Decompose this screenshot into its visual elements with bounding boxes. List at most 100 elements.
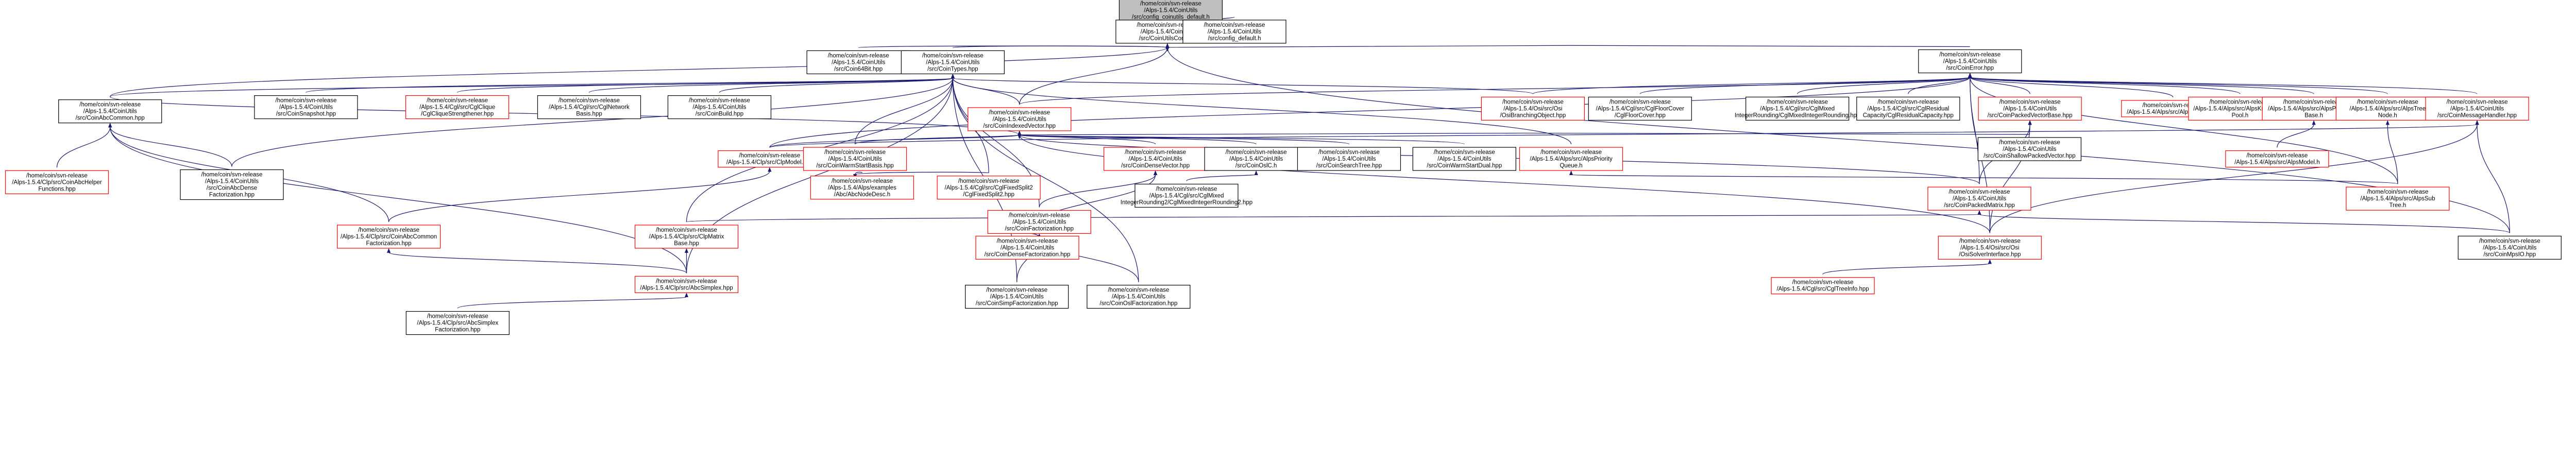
- file-node-label: /Alps-1.5.4/Clp/src/ClpModel.hpp: [726, 160, 813, 166]
- include-edge: [1165, 45, 1971, 52]
- file-node-osibranching[interactable]: /home/coin/svn-release/Alps-1.5.4/Osi/sr…: [1481, 96, 1585, 121]
- file-node-coinshallowpacked[interactable]: /home/coin/svn-release/Alps-1.5.4/CoinUt…: [1977, 137, 2081, 161]
- file-node-coinoslc[interactable]: /home/coin/svn-release/Alps-1.5.4/CoinUt…: [1204, 147, 1308, 171]
- file-node-label: /Alps-1.5.4/CoinUtils: [692, 105, 746, 111]
- include-edge: [855, 130, 1022, 145]
- file-node-label: Base.hpp: [674, 241, 699, 247]
- file-node-label: /Alps-1.5.4/CoinUtils: [1112, 294, 1165, 300]
- file-node-cglmixedinteger[interactable]: /home/coin/svn-release/Alps-1.5.4/Cgl/sr…: [1735, 96, 1860, 121]
- include-edge: [231, 74, 955, 167]
- file-node-label: /home/coin/svn-release: [1939, 52, 2001, 58]
- file-node-coinsearchtree[interactable]: /home/coin/svn-release/Alps-1.5.4/CoinUt…: [1297, 147, 1401, 171]
- file-node-abcsimplexfactor[interactable]: /home/coin/svn-release/Alps-1.5.4/Clp/sr…: [405, 311, 510, 335]
- file-node-cglresidual[interactable]: /home/coin/svn-release/Alps-1.5.4/Cgl/sr…: [1856, 96, 1960, 121]
- file-node-label: /home/coin/svn-release: [201, 172, 263, 178]
- file-node-label: /CglFixedSplit2.hpp: [963, 192, 1014, 198]
- file-node-osisolverinterface[interactable]: /home/coin/svn-release/Alps-1.5.4/Osi/sr…: [1938, 235, 2042, 260]
- file-node-label: /Alps-1.5.4/Clp/src/ClpMatrix: [649, 234, 724, 240]
- file-node-label: /home/coin/svn-release: [1108, 287, 1169, 294]
- file-node-label: /home/coin/svn-release: [2209, 99, 2270, 105]
- include-edge: [387, 248, 687, 273]
- file-node-alpstreenode[interactable]: /home/coin/svn-release/Alps-1.5.4/Alps/s…: [2335, 96, 2439, 121]
- file-node-label: /Alps-1.5.4/Alps/src/AlpsTree: [2349, 106, 2426, 112]
- file-node-coinsimpfactor[interactable]: /home/coin/svn-release/Alps-1.5.4/CoinUt…: [965, 285, 1069, 309]
- file-node-clpmatrixbase[interactable]: /home/coin/svn-release/Alps-1.5.4/Clp/sr…: [634, 225, 739, 249]
- include-edge: [1039, 170, 1158, 208]
- file-node-cointypes[interactable]: /home/coin/svn-release/Alps-1.5.4/CoinUt…: [901, 50, 1005, 75]
- file-node-label: /OsiBranchingObject.hpp: [1500, 112, 1566, 118]
- file-node-label: /Alps-1.5.4/CoinUtils: [926, 59, 979, 65]
- file-node-label: /Alps-1.5.4/CoinUtils: [205, 179, 259, 185]
- file-node-root: /home/coin/svn-release/Alps-1.5.4/CoinUt…: [1118, 0, 1223, 23]
- file-node-coinerror[interactable]: /home/coin/svn-release/Alps-1.5.4/CoinUt…: [1918, 49, 2022, 74]
- file-node-coinsnapshot[interactable]: /home/coin/svn-release/Alps-1.5.4/CoinUt…: [254, 95, 358, 119]
- file-node-label: /home/coin/svn-release: [1204, 22, 1265, 28]
- file-node-box: [336, 225, 441, 249]
- file-node-coinmpsio[interactable]: /home/coin/svn-release/Alps-1.5.4/CoinUt…: [2458, 235, 2562, 260]
- file-node-label: /src/CoinDenseVector.hpp: [1121, 163, 1190, 169]
- file-node-cglfixedsplit[interactable]: /home/coin/svn-release/Alps-1.5.4/Cgl/sr…: [937, 176, 1041, 200]
- file-node-cglmixed2[interactable]: /home/coin/svn-release/Alps-1.5.4/Cgl/sr…: [1121, 183, 1252, 208]
- file-node-coinabchelper[interactable]: /home/coin/svn-release/Alps-1.5.4/Clp/sr…: [5, 170, 109, 194]
- file-node-box: [1588, 96, 1692, 121]
- file-node-box: [901, 50, 1005, 75]
- file-node-label: /OsiSolverInterface.hpp: [1959, 251, 2021, 258]
- file-node-coindensevector[interactable]: /home/coin/svn-release/Alps-1.5.4/CoinUt…: [1104, 147, 1208, 171]
- file-node-label: /home/coin/svn-release: [958, 178, 1020, 184]
- file-node-cgltreeinfo[interactable]: /home/coin/svn-release/Alps-1.5.4/Cgl/sr…: [1771, 277, 1875, 295]
- file-node-box: [1519, 147, 1623, 171]
- file-node-coinindexedvector[interactable]: /home/coin/svn-release/Alps-1.5.4/CoinUt…: [968, 107, 1072, 131]
- file-node-config_default[interactable]: /home/coin/svn-release/Alps-1.5.4/CoinUt…: [1182, 20, 1286, 44]
- file-node-label: /Alps-1.5.4/CoinUtils: [1144, 7, 1197, 13]
- file-node-abcsimplex[interactable]: /home/coin/svn-release/Alps-1.5.4/Clp/sr…: [634, 276, 739, 293]
- file-node-label: /Alps-1.5.4/Cgl/src/CglMixed: [1149, 193, 1224, 199]
- file-node-label: /home/coin/svn-release: [2447, 99, 2508, 105]
- file-node-coinmessagehandler[interactable]: /home/coin/svn-release/Alps-1.5.4/CoinUt…: [2425, 96, 2529, 121]
- file-node-label: /src/CoinPackedMatrix.hpp: [1944, 202, 2014, 209]
- file-node-coinpackedmatrix[interactable]: /home/coin/svn-release/Alps-1.5.4/CoinUt…: [1927, 186, 2031, 211]
- file-node-label: /home/coin/svn-release: [26, 173, 88, 179]
- file-node-label: /home/coin/svn-release: [79, 102, 141, 108]
- file-node-coin64bit[interactable]: /home/coin/svn-release/Alps-1.5.4/CoinUt…: [806, 50, 910, 75]
- file-node-label: /Alps-1.5.4/Cgl/src/CglFloorCover: [1596, 106, 1684, 112]
- file-node-coinbuild[interactable]: /home/coin/svn-release/Alps-1.5.4/CoinUt…: [667, 95, 772, 119]
- file-node-label: Node.h: [2378, 112, 2397, 118]
- file-node-label: /home/coin/svn-release: [2283, 99, 2345, 105]
- include-edge: [951, 74, 1139, 282]
- file-node-label: /Alps-1.5.4/CoinUtils: [2483, 245, 2536, 251]
- file-node-cgfloorcover[interactable]: /home/coin/svn-release/Alps-1.5.4/Cgl/sr…: [1588, 96, 1692, 121]
- file-node-cglnetwork[interactable]: /home/coin/svn-release/Alps-1.5.4/Cgl/sr…: [537, 95, 641, 119]
- file-node-label: /src/config_coinutils_default.h: [1132, 14, 1210, 20]
- file-node-box: [1182, 20, 1286, 44]
- file-node-label: /src/CoinFactorization.hpp: [1005, 226, 1074, 232]
- file-node-alpsmodel[interactable]: /home/coin/svn-release/Alps-1.5.4/Alps/s…: [2225, 150, 2329, 168]
- file-node-coinwarmstartbasis[interactable]: /home/coin/svn-release/Alps-1.5.4/CoinUt…: [803, 147, 907, 171]
- file-node-box: [1134, 183, 1239, 208]
- file-node-label: /home/coin/svn-release: [1999, 99, 2061, 105]
- file-node-label: /CglCliqueStrengthener.hpp: [421, 111, 494, 117]
- file-node-coinabcdense[interactable]: /home/coin/svn-release/Alps-1.5.4/CoinUt…: [180, 169, 284, 200]
- include-edge: [855, 74, 955, 145]
- file-node-coinpackedvectorbase[interactable]: /home/coin/svn-release/Alps-1.5.4/CoinUt…: [1978, 96, 2082, 121]
- file-node-cglclique[interactable]: /home/coin/svn-release/Alps-1.5.4/Cgl/sr…: [405, 95, 510, 119]
- file-node-label: Base.h: [2304, 112, 2323, 118]
- file-node-alpspriorityqueue[interactable]: /home/coin/svn-release/Alps-1.5.4/Alps/s…: [1519, 147, 1623, 171]
- include-edge: [853, 172, 863, 179]
- file-node-label: /home/coin/svn-release: [1540, 149, 1602, 156]
- file-node-label: /Alps-1.5.4/CoinUtils: [990, 294, 1044, 300]
- include-edge: [1165, 43, 2510, 233]
- file-node-alpsknapsack[interactable]: /home/coin/svn-release/Alps-1.5.4/Alps/e…: [810, 176, 914, 200]
- include-edge: [769, 73, 1972, 148]
- file-node-label: /Alps-1.5.4/Cgl/src/CglMixed: [1760, 106, 1835, 112]
- file-node-box: [806, 50, 910, 75]
- file-node-coinabccommon[interactable]: /home/coin/svn-release/Alps-1.5.4/CoinUt…: [58, 99, 162, 124]
- file-node-coinwarmstartdual[interactable]: /home/coin/svn-release/Alps-1.5.4/CoinUt…: [1412, 147, 1516, 171]
- file-node-alpssubtree[interactable]: /home/coin/svn-release/Alps-1.5.4/Alps/s…: [2346, 186, 2450, 211]
- file-node-coinfactorization[interactable]: /home/coin/svn-release/Alps-1.5.4/CoinUt…: [987, 210, 1091, 234]
- file-node-box: [1204, 147, 1308, 171]
- file-node-coindensefactor[interactable]: /home/coin/svn-release/Alps-1.5.4/CoinUt…: [975, 235, 1079, 260]
- file-node-label: /Alps-1.5.4/Cgl/src/CglNetwork: [549, 105, 630, 111]
- file-node-coinoslfactor[interactable]: /home/coin/svn-release/Alps-1.5.4/CoinUt…: [1087, 285, 1191, 309]
- file-node-coinabccommonfactor[interactable]: /home/coin/svn-release/Alps-1.5.4/Clp/sr…: [336, 225, 441, 249]
- file-node-label: /Alps-1.5.4/CoinUtils: [1208, 29, 1261, 35]
